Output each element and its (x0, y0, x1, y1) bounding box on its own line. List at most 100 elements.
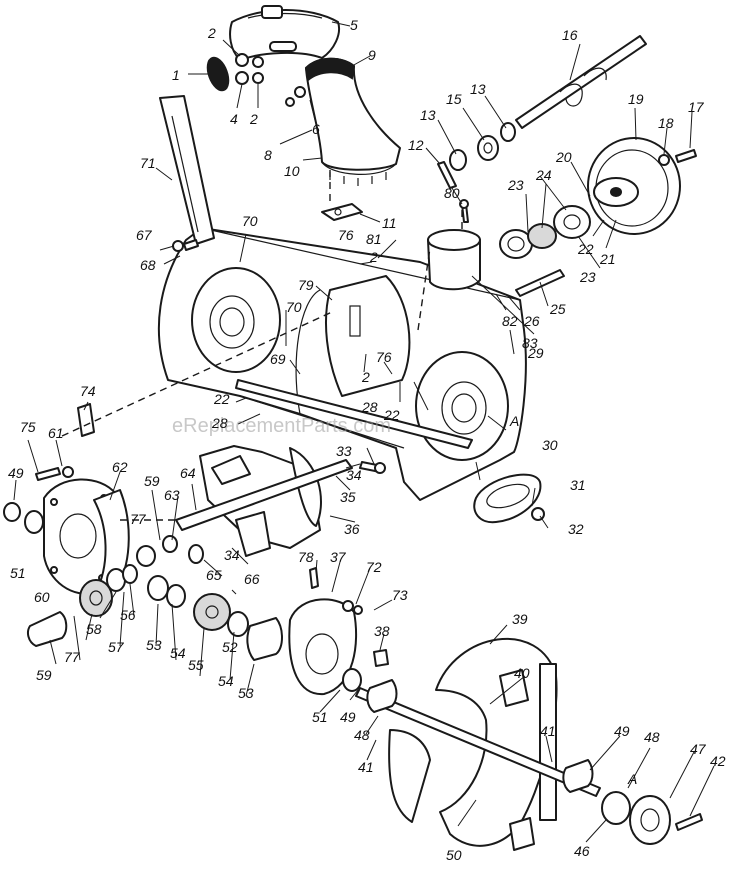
watermark-text: eReplacementParts.com (172, 415, 391, 437)
callout-22: 22 (213, 391, 230, 407)
callout-53: 53 (146, 637, 162, 653)
callout-75: 75 (20, 419, 36, 435)
callout-48: 48 (354, 727, 370, 743)
callout-2: 2 (207, 25, 216, 41)
callout-8: 8 (264, 147, 272, 163)
callout-66: 66 (244, 571, 260, 587)
callout-59: 59 (144, 473, 160, 489)
bushing-49-mid (366, 679, 398, 713)
callout-58: 58 (86, 621, 102, 637)
callout-77: 77 (64, 649, 81, 665)
discharge-chute-8 (304, 57, 401, 186)
callout-19: 19 (628, 91, 644, 107)
callout-63: 63 (164, 487, 180, 503)
callout-82: 82 (502, 313, 518, 329)
callout-9: 9 (368, 47, 376, 63)
chute-ring-11 (321, 203, 363, 221)
callout-54: 54 (170, 645, 186, 661)
bushing-49-left (3, 502, 21, 522)
callout-13: 13 (420, 107, 436, 123)
callout-31: 31 (570, 477, 586, 493)
callout-17: 17 (688, 99, 705, 115)
callout-25: 25 (549, 301, 566, 317)
callout-labels: 1 2 2 2 2 4 5 6 8 9 10 11 12 13 13 15 16… (8, 17, 726, 863)
bushing-59-left (27, 611, 68, 647)
bolt-17-18 (658, 149, 697, 166)
callout-18: 18 (658, 115, 674, 131)
bearing-51-right (342, 668, 362, 692)
bolt-32 (531, 507, 545, 521)
bearing-parts-13-15 (449, 122, 516, 171)
callout-A: A (509, 413, 519, 429)
callout-5: 5 (350, 17, 358, 33)
shave-plate-69 (235, 379, 473, 449)
strip-74 (77, 403, 95, 437)
callout-2: 2 (249, 111, 258, 127)
callout-68: 68 (140, 257, 156, 273)
callout-11: 11 (382, 215, 397, 231)
pulley-19 (587, 137, 681, 235)
callout-50: 50 (446, 847, 462, 863)
callout-26: 26 (523, 313, 540, 329)
callout-46: 46 (574, 843, 590, 859)
bearing-housing-46-47 (601, 791, 671, 845)
callout-21: 21 (599, 251, 616, 267)
callout-32: 32 (568, 521, 584, 537)
callout-A: A (627, 771, 637, 787)
callout-23: 23 (579, 269, 596, 285)
callout-23: 23 (507, 177, 524, 193)
callout-40: 40 (514, 665, 530, 681)
callout-71: 71 (140, 155, 156, 171)
deflector-knob-1 (206, 56, 230, 92)
callout-56: 56 (120, 607, 136, 623)
callout-64: 64 (180, 465, 196, 481)
callout-77: 77 (130, 511, 147, 527)
callout-49: 49 (614, 723, 630, 739)
callout-1: 1 (172, 67, 180, 83)
callout-59: 59 (36, 667, 52, 683)
callout-2: 2 (369, 249, 378, 265)
callout-48: 48 (644, 729, 660, 745)
impeller-shaft-34 (175, 459, 353, 531)
callout-57: 57 (108, 639, 125, 655)
callout-10: 10 (284, 163, 300, 179)
callout-22: 22 (577, 241, 594, 257)
callout-53: 53 (238, 685, 254, 701)
callout-70: 70 (286, 299, 302, 315)
callout-70: 70 (242, 213, 258, 229)
callout-76: 76 (338, 227, 354, 243)
callout-20: 20 (555, 149, 572, 165)
callout-49: 49 (340, 709, 356, 725)
chute-base-opening-81 (427, 229, 481, 291)
auger-shaft (355, 687, 601, 797)
callout-74: 74 (80, 383, 96, 399)
callout-67: 67 (136, 227, 153, 243)
housing-port-left (191, 267, 281, 373)
callout-28: 28 (361, 399, 378, 415)
callout-80: 80 (444, 185, 460, 201)
callout-4: 4 (230, 111, 238, 127)
end-plate-30 (473, 473, 542, 524)
callout-13: 13 (470, 81, 486, 97)
callout-24: 24 (535, 167, 552, 183)
callout-55: 55 (188, 657, 204, 673)
callout-41: 41 (540, 723, 556, 739)
callout-42: 42 (710, 753, 726, 769)
bolt-75-61 (35, 466, 74, 481)
callout-47: 47 (690, 741, 707, 757)
callout-78: 78 (298, 549, 314, 565)
drive-shaft-16 (515, 35, 647, 129)
gearbox-half-37 (288, 598, 358, 696)
callout-2: 2 (361, 369, 370, 385)
bearing-flange-23-24 (499, 205, 591, 259)
callout-62: 62 (112, 459, 128, 475)
callout-22: 22 (383, 407, 400, 423)
callout-81: 81 (366, 231, 382, 247)
callout-36: 36 (344, 521, 360, 537)
spacers-53-54-55 (147, 575, 283, 661)
alignment-lines (61, 170, 463, 521)
callout-41: 41 (358, 759, 374, 775)
bushing-49-right (562, 759, 594, 793)
